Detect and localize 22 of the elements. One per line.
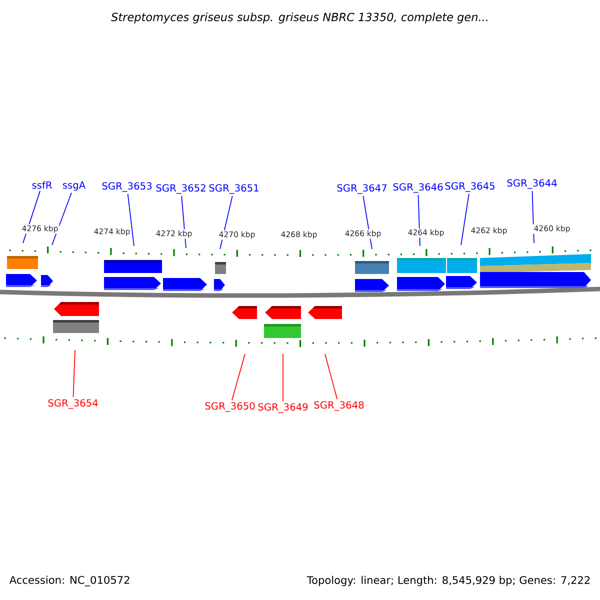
leader-line [324, 354, 338, 400]
gene-label: SGR_3645 [445, 182, 494, 192]
gene-label: SGR_3648 [314, 401, 364, 411]
gene-label: SGR_3647 [337, 184, 386, 194]
title: Streptomyces griseus subsp. griseus NBRC 13350, complete gen... [111, 12, 488, 24]
gene-label: SGR_3649 [258, 403, 308, 413]
gene-label: SGR_3646 [393, 183, 443, 193]
leader-line [72, 350, 76, 398]
gene-label: SGR_3650 [205, 402, 255, 412]
gene-label: SGR_3653 [102, 182, 152, 192]
footer-text: Topology: linear; Length: 8,545,929 bp; Genes: 7,222 [306, 576, 590, 586]
gene-label: SGR_3644 [507, 179, 557, 189]
gene-label: SGR_3654 [48, 399, 98, 409]
gene-label: SGR_3651 [209, 184, 258, 194]
leader-line [232, 354, 246, 401]
footer-text: Accession: NC_010572 [9, 576, 130, 586]
leader-line [282, 354, 284, 402]
gene-label: ssfR [32, 181, 52, 189]
leader-line [460, 194, 470, 246]
leader-line [127, 194, 134, 246]
gene-label: SGR_3652 [156, 184, 206, 194]
gene-label: ssgA [62, 181, 86, 191]
